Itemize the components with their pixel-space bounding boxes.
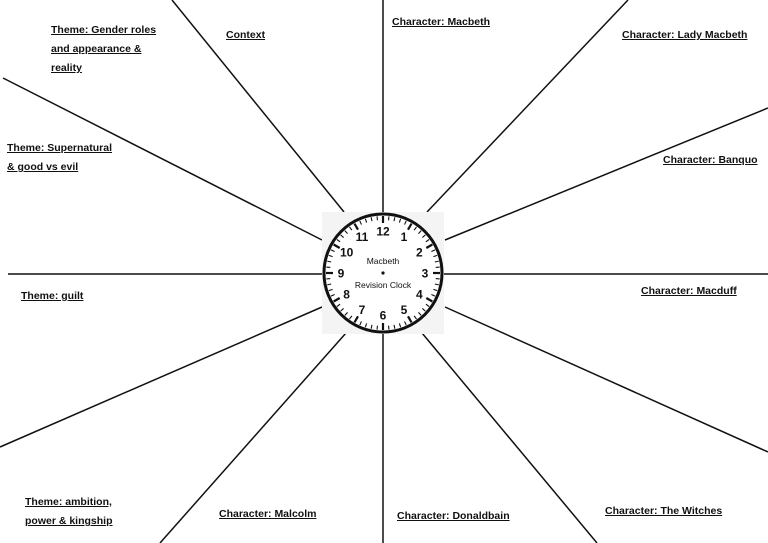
clock-subtitle: Revision Clock	[355, 280, 412, 290]
label-theme-gender-line1: Theme: Gender roles	[50, 22, 158, 39]
clock-minute-tick	[370, 324, 373, 329]
clock-minute-tick	[425, 239, 430, 243]
clock-center-dot	[381, 271, 385, 275]
clock-numeral: 1	[401, 230, 408, 244]
clock-minute-tick	[418, 312, 422, 316]
clock-minute-tick	[340, 234, 344, 238]
clock-hour-tick	[425, 297, 433, 303]
clock-numeral: 10	[340, 246, 354, 260]
divider-line-5	[421, 332, 598, 543]
clock-minute-tick	[336, 239, 341, 243]
divider-line-7	[159, 332, 347, 543]
clock-minute-tick	[328, 254, 333, 258]
label-theme-supernatural: Theme: Supernatural & good vs evil	[6, 138, 114, 176]
label-theme-guilt: Theme: guilt	[20, 288, 85, 305]
clock-minute-tick	[340, 308, 344, 312]
label-character-banquo: Character: Banquo	[662, 152, 759, 169]
clock-numeral: 5	[401, 303, 408, 317]
label-theme-ambition: Theme: ambition, power & kingship	[24, 492, 114, 530]
clock-minute-tick	[418, 230, 422, 234]
clock-minute-tick	[336, 303, 341, 307]
label-theme-gender: Theme: Gender roles and appearance & rea…	[50, 20, 158, 77]
clock-minute-tick	[330, 294, 335, 297]
clock-hour-tick	[353, 223, 359, 231]
clock-minute-tick	[393, 324, 396, 329]
divider-line-10	[2, 77, 323, 241]
label-character-macduff: Character: Macduff	[640, 283, 738, 300]
clock-minute-tick	[404, 321, 407, 326]
clock-ticks	[326, 216, 440, 330]
clock-minute-tick	[359, 220, 362, 225]
label-character-witches: Character: The Witches	[604, 503, 724, 520]
divider-line-2	[444, 107, 768, 241]
clock-minute-tick	[327, 260, 332, 263]
clock-minute-tick	[433, 254, 438, 258]
clock-numeral: 9	[338, 267, 345, 281]
clock-minute-tick	[398, 218, 402, 223]
clock-hour-tick	[407, 223, 413, 231]
clock-hour-tick	[333, 243, 341, 249]
label-character-lady-macbeth: Character: Lady Macbeth	[621, 27, 749, 44]
clock-title: Macbeth	[367, 256, 400, 266]
clock-minute-tick	[413, 226, 417, 231]
clock-minute-tick	[413, 315, 417, 320]
label-theme-supernatural-line1: Theme: Supernatural	[6, 140, 114, 157]
label-character-malcolm: Character: Malcolm	[218, 506, 318, 523]
label-theme-gender-line2: and appearance &	[50, 41, 143, 58]
clock-minute-tick	[349, 315, 353, 320]
clock-minute-tick	[393, 217, 396, 222]
clock-minute-tick	[434, 283, 439, 286]
clock-hour-tick	[425, 243, 433, 249]
label-theme-ambition-line1: Theme: ambition,	[24, 494, 113, 511]
clock-minute-tick	[344, 230, 348, 234]
clock-minute-tick	[330, 249, 335, 252]
clock-minute-tick	[422, 308, 426, 312]
clock-minute-tick	[398, 323, 402, 328]
divider-line-4	[444, 306, 768, 453]
clock-numeral: 7	[359, 303, 366, 317]
clock-minute-tick	[422, 234, 426, 238]
clock-hour-tick	[407, 315, 413, 323]
clock-numeral: 11	[356, 230, 369, 244]
label-theme-supernatural-line2: & good vs evil	[6, 159, 80, 176]
clock-hour-tick	[333, 297, 341, 303]
divider-line-11	[171, 0, 345, 213]
clock-minute-tick	[431, 249, 436, 252]
clock-numeral: 3	[422, 267, 429, 281]
clock-numeral: 2	[416, 246, 423, 260]
clock-minute-tick	[349, 226, 353, 231]
clock-minute-tick	[364, 218, 368, 223]
clock-minute-tick	[359, 321, 362, 326]
clock-minute-tick	[431, 294, 436, 297]
clock-numeral: 12	[376, 225, 390, 239]
label-theme-gender-line3: reality	[50, 60, 83, 77]
clock-minute-tick	[370, 217, 373, 222]
clock-numeral: 6	[380, 309, 387, 323]
clock-numeral: 8	[343, 288, 350, 302]
divider-line-1	[426, 0, 629, 213]
label-character-macbeth: Character: Macbeth	[391, 14, 492, 31]
clock-numeral: 4	[416, 288, 423, 302]
clock-minute-tick	[327, 283, 332, 286]
clock-minute-tick	[434, 260, 439, 263]
divider-line-8	[0, 306, 323, 448]
label-theme-ambition-line2: power & kingship	[24, 513, 114, 530]
clock-minute-tick	[433, 288, 438, 292]
clock-hour-tick	[353, 315, 359, 323]
clock-minute-tick	[425, 303, 430, 307]
clock-minute-tick	[344, 312, 348, 316]
label-character-donaldbain: Character: Donaldbain	[396, 508, 511, 525]
label-context: Context	[225, 27, 267, 44]
clock-minute-tick	[404, 220, 407, 225]
clock-minute-tick	[364, 323, 368, 328]
clock-minute-tick	[328, 288, 333, 292]
